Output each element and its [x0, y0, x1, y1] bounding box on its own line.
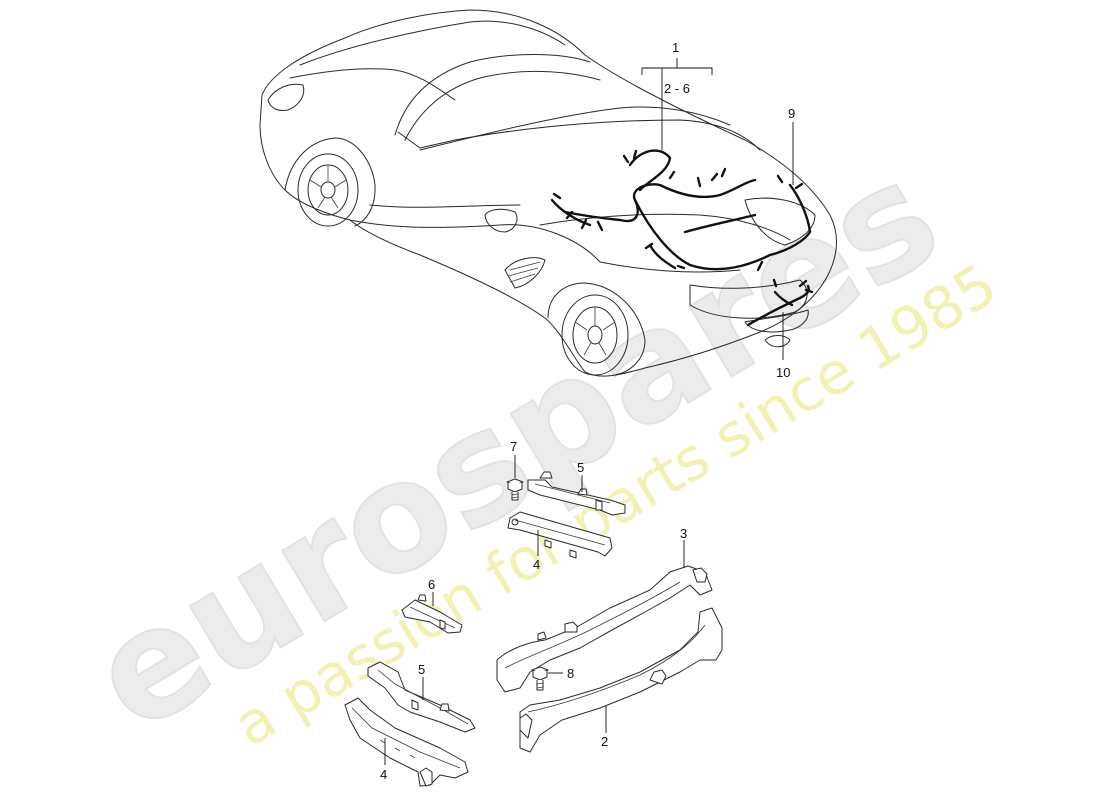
wiring-harness — [550, 149, 814, 327]
callout-4-upper: 4 — [533, 557, 540, 572]
part-6 — [401, 594, 463, 634]
part-5-upper — [527, 471, 626, 516]
callout-3: 3 — [680, 526, 687, 541]
callout-4-lower: 4 — [380, 767, 387, 782]
callout-8: 8 — [567, 666, 574, 681]
callout-2-6: 2 - 6 — [664, 81, 690, 96]
part-7-bolt — [506, 478, 524, 501]
callout-7: 7 — [510, 439, 517, 454]
part-2 — [519, 607, 723, 753]
callout-6: 6 — [428, 577, 435, 592]
part-4-upper — [507, 511, 613, 559]
callout-5-lower: 5 — [418, 662, 425, 677]
callout-10: 10 — [776, 365, 790, 380]
callout-5-upper: 5 — [577, 460, 584, 475]
part-5-lower — [367, 661, 476, 733]
callouts: 1 2 - 6 9 10 7 5 4 3 6 5 8 4 2 — [380, 40, 795, 782]
part-4-lower — [344, 697, 469, 787]
part-3 — [496, 565, 713, 693]
leader-lines — [384, 58, 794, 765]
callout-2: 2 — [601, 734, 608, 749]
callout-1: 1 — [672, 40, 679, 55]
car-body — [259, 9, 838, 377]
callout-9: 9 — [788, 106, 795, 121]
part-8-bolt — [531, 666, 549, 691]
